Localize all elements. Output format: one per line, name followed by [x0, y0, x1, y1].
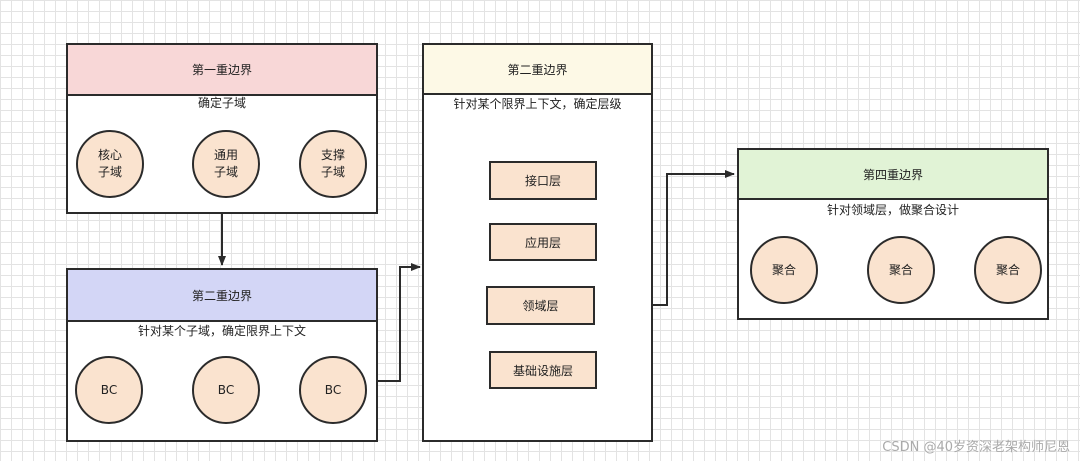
infrastructure-layer: 基础设施层 — [489, 351, 597, 389]
boundary3-header: 第二重边界 — [422, 43, 653, 95]
bc-node-2: BC — [192, 356, 260, 424]
aggregate-node-3-label: 聚合 — [995, 262, 1020, 277]
bc-node-3: BC — [299, 356, 367, 424]
infrastructure-layer-label: 基础设施层 — [512, 363, 573, 378]
subdomain-generic-line1: 通用 — [213, 148, 238, 162]
boundary2-header: 第二重边界 — [66, 268, 378, 322]
subdomain-generic-line2: 子域 — [213, 165, 238, 179]
subdomain-support-line1: 支撑 — [320, 148, 345, 162]
bc-node-1: BC — [75, 356, 143, 424]
boundary1-header: 第一重边界 — [66, 43, 378, 96]
aggregate-node-2-label: 聚合 — [888, 262, 913, 277]
bc-node-3-label: BC — [324, 382, 342, 397]
boundary3-panel — [422, 93, 653, 442]
aggregate-node-2: 聚合 — [867, 236, 935, 304]
application-layer-label: 应用层 — [524, 235, 561, 250]
interface-layer: 接口层 — [489, 161, 597, 200]
boundary1-title: 第一重边界 — [191, 63, 252, 77]
subdomain-core-line1: 核心 — [97, 148, 122, 162]
subdomain-support-node: 支撑子域 — [299, 130, 367, 198]
subdomain-generic-node: 通用子域 — [192, 130, 260, 198]
boundary1-subtitle: 确定子域 — [197, 96, 246, 110]
subdomain-core-line2: 子域 — [97, 165, 122, 179]
subdomain-support-line2: 子域 — [320, 165, 345, 179]
aggregate-node-1: 聚合 — [750, 236, 818, 304]
application-layer: 应用层 — [489, 223, 597, 261]
boundary3-title: 第二重边界 — [507, 62, 568, 77]
domain-layer-label: 领域层 — [522, 299, 559, 313]
subdomain-core-node: 核心子域 — [76, 130, 144, 198]
watermark-text: CSDN @40岁资深老架构师尼恩 — [882, 440, 1070, 455]
boundary4-subtitle: 针对领域层，做聚合设计 — [826, 203, 959, 217]
domain-layer: 领域层 — [486, 286, 595, 325]
boundary2-title: 第二重边界 — [191, 288, 252, 303]
boundary4-title: 第四重边界 — [862, 167, 923, 182]
boundary2-subtitle: 针对某个子域，确定限界上下文 — [137, 324, 306, 338]
aggregate-node-3: 聚合 — [974, 236, 1042, 304]
interface-layer-label: 接口层 — [524, 174, 561, 188]
bc-node-1-label: BC — [100, 382, 118, 397]
boundary3-subtitle: 针对某个限界上下文，确定层级 — [453, 97, 622, 111]
bc-node-2-label: BC — [217, 382, 235, 397]
aggregate-node-1-label: 聚合 — [771, 262, 796, 277]
boundary4-header: 第四重边界 — [737, 148, 1049, 200]
arrow-boundary2-to-boundary3 — [377, 263, 421, 382]
